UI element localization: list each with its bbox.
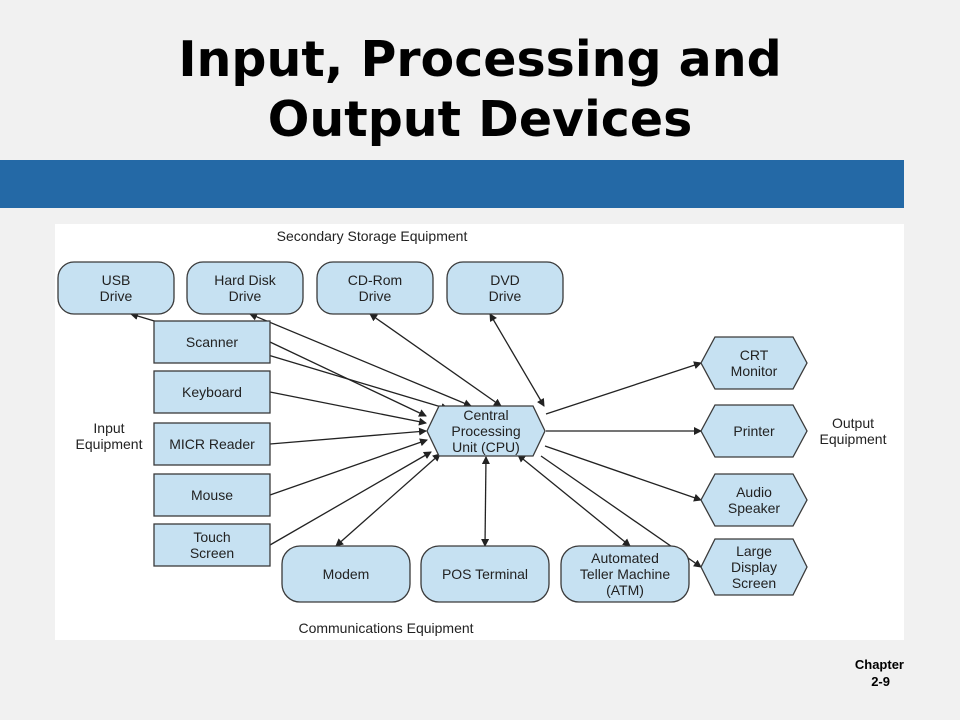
input-label-micr-reader: MICR Reader <box>169 436 255 452</box>
storage-arrow-cd-rom-drive <box>369 313 502 407</box>
input-node-mouse <box>153 473 271 517</box>
chapter-label: Chapter <box>854 657 904 672</box>
comm-node-modem <box>281 545 411 603</box>
storage-arrow-dvd-drive <box>489 313 545 407</box>
output-arrow-audio-speaker <box>544 445 702 502</box>
input-arrow-touch-screen <box>269 451 432 546</box>
input-label-keyboard: Keyboard <box>182 384 242 400</box>
output-arrow-crt-monitor <box>545 361 702 415</box>
output-label-printer: Printer <box>733 423 775 439</box>
cpu-node <box>426 405 546 457</box>
input-node-micr-reader <box>153 422 271 466</box>
input-node-scanner <box>153 320 271 364</box>
chapter-marker: Chapter 2-9 <box>804 656 904 690</box>
comm-arrow-pos-terminal <box>481 456 490 547</box>
output-node-large-display-screen <box>700 538 808 596</box>
comm-label-pos-terminal: POS Terminal <box>442 566 528 582</box>
input-arrow-micr-reader <box>269 427 427 445</box>
comm-label-modem: Modem <box>323 566 370 582</box>
storage-node-hard-disk-drive <box>186 261 304 315</box>
communications-label: Communications Equipment <box>298 620 473 636</box>
comm-arrow-modem <box>335 453 441 547</box>
storage-node-cd-rom-drive <box>316 261 434 315</box>
title-accent-band <box>0 160 904 208</box>
slide-title: Input, Processing and Output Devices <box>0 30 960 150</box>
input-label-mouse: Mouse <box>191 487 233 503</box>
section-labels: Secondary Storage EquipmentCommunication… <box>76 228 887 636</box>
input-arrow-keyboard <box>269 391 427 426</box>
output-node-crt-monitor <box>700 336 808 390</box>
slide-title-line-1: Input, Processing and <box>178 31 782 88</box>
input-label-scanner: Scanner <box>186 334 238 350</box>
chapter-number: 2-9 <box>871 674 890 689</box>
comm-arrow-automated-teller-machine-atm <box>517 454 631 547</box>
slide-title-line-2: Output Devices <box>267 91 693 148</box>
input-node-keyboard <box>153 370 271 414</box>
input-arrow-scanner <box>269 341 427 417</box>
input-node-touch-screen <box>153 523 271 567</box>
storage-node-usb-drive <box>57 261 175 315</box>
storage-node-dvd-drive <box>446 261 564 315</box>
output-node-audio-speaker <box>700 473 808 527</box>
secondary-storage-label: Secondary Storage Equipment <box>277 228 468 244</box>
output-node-printer <box>700 404 808 458</box>
comm-node-pos-terminal <box>420 545 550 603</box>
comm-node-automated-teller-machine-atm <box>560 545 690 603</box>
